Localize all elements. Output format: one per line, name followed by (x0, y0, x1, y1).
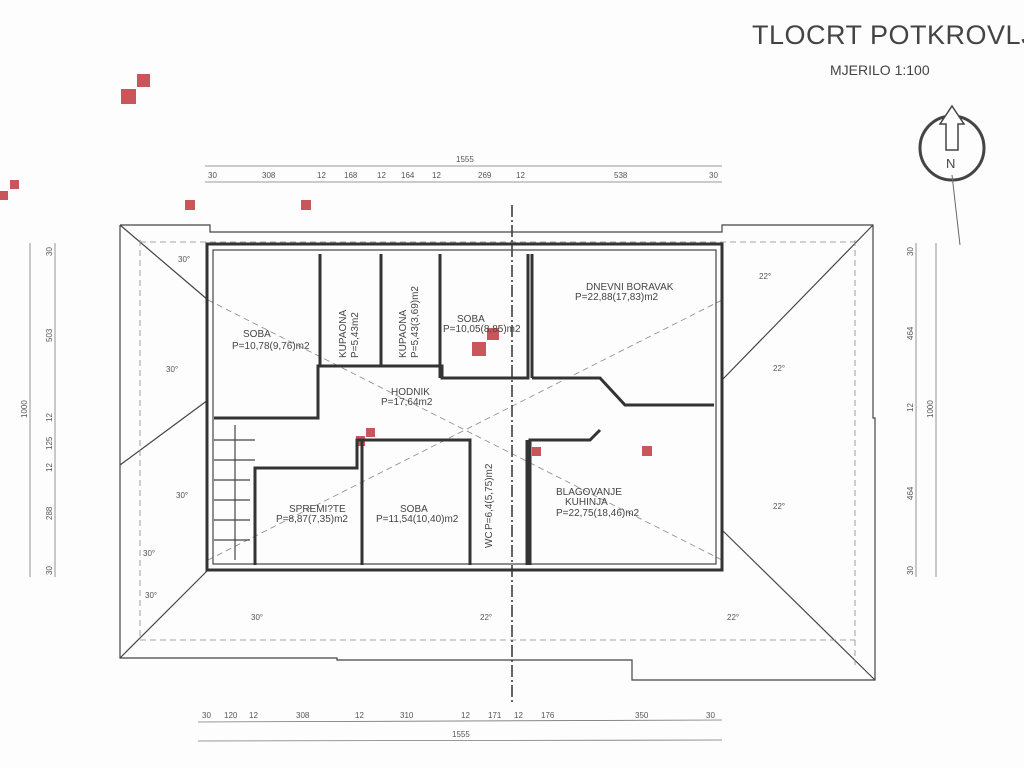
pitch-label: 22° (773, 364, 785, 373)
north-arrow-icon: N (918, 104, 986, 246)
dim-label: 288 (45, 506, 54, 520)
room-wc-name: WC (484, 531, 495, 548)
bottom-dimensions: 1555 30 120 12 308 12 310 12 171 12 176 … (197, 711, 723, 742)
pitch-label: 22° (727, 613, 739, 622)
dim-label: 30 (45, 566, 54, 575)
top-dimensions: 1555 30 308 12 168 12 164 12 269 12 538 … (205, 155, 722, 183)
dim-label: 168 (344, 171, 358, 180)
dim-label: 30 (706, 711, 715, 720)
dim-label: 269 (478, 171, 492, 180)
dim-label: 1000 (926, 400, 935, 418)
room-labels: SOBA P=10,78(9,76)m2 KUPAONA P=5,43m2 KU… (232, 282, 674, 548)
room-kupaona-2-name: KUPAONA (398, 310, 409, 358)
room-soba-2-area: P=10,05(8,85)m2 (443, 324, 521, 335)
dim-label: 176 (541, 711, 555, 720)
dim-label: 12 (45, 413, 54, 422)
room-soba-1-area: P=10,78(9,76)m2 (232, 341, 310, 352)
dim-label: 12 (45, 463, 54, 472)
dim-label: 1000 (20, 400, 29, 418)
dim-label: 12 (317, 171, 326, 180)
dim-label: 30 (906, 566, 915, 575)
pitch-label: 22° (759, 272, 771, 281)
dim-label: 538 (614, 171, 628, 180)
room-spremiste-area: P=8,87(7,35)m2 (276, 514, 348, 525)
room-kuhinja-name-1: BLAGOVANJE (556, 487, 622, 498)
dim-label: 30 (906, 247, 915, 256)
dim-label: 120 (224, 711, 238, 720)
pitch-label: 22° (480, 613, 492, 622)
room-hodnik-name: HODNIK (391, 387, 430, 398)
dim-label: 1555 (452, 730, 470, 739)
roof-outline (119, 205, 876, 705)
dim-label: 125 (45, 436, 54, 450)
room-kupaona-1-name: KUPAONA (338, 310, 349, 358)
room-kuhinja-area: P=22,75(18,46)m2 (556, 508, 640, 519)
room-dnevni-name: DNEVNI BORAVAK (586, 282, 674, 293)
room-kupaona-1-area: P=5,43m2 (350, 312, 361, 358)
dim-label: 171 (488, 711, 502, 720)
room-soba-2-name: SOBA (457, 314, 485, 325)
room-kupaona-2-area: P=5,43(3,69)m2 (410, 286, 421, 358)
dim-label: 30 (208, 171, 217, 180)
dim-label: 30 (45, 247, 54, 256)
walls (205, 242, 724, 572)
drawing-scale: MJERILO 1:100 (830, 62, 930, 78)
pitch-label: 30° (251, 613, 263, 622)
pitch-label: 30° (178, 255, 190, 264)
dim-label: 12 (432, 171, 441, 180)
dim-label: 464 (906, 486, 915, 500)
dim-label: 30 (709, 171, 718, 180)
room-spremiste-name: SPREMI?TE (289, 504, 346, 515)
dim-label: 503 (45, 328, 54, 342)
pitch-label: 30° (143, 549, 155, 558)
dim-label: 12 (516, 171, 525, 180)
dim-label: 464 (906, 326, 915, 340)
room-soba-3-name: SOBA (400, 504, 428, 515)
pitch-label: 30° (145, 591, 157, 600)
dim-label: 12 (355, 711, 364, 720)
dim-label: 308 (296, 711, 310, 720)
right-dimensions: 1000 30 464 12 464 30 (906, 243, 937, 577)
dim-label: 350 (635, 711, 649, 720)
room-dnevni-area: P=22,88(17,83)m2 (575, 292, 659, 303)
pitch-label: 30° (176, 491, 188, 500)
dim-label: 12 (461, 711, 470, 720)
dim-label: 30 (202, 711, 211, 720)
dim-label: 12 (377, 171, 386, 180)
pitch-label: 30° (166, 365, 178, 374)
pitch-label: 22° (773, 502, 785, 511)
dim-label: 310 (400, 711, 414, 720)
dim-label: 12 (249, 711, 258, 720)
room-soba-1-name: SOBA (243, 329, 271, 340)
room-wc-area: P=6,4(5,75)m2 (484, 463, 495, 530)
dim-label: 308 (262, 171, 276, 180)
room-hodnik-area: P=17,64m2 (381, 397, 433, 408)
drawing-title: TLOCRT POTKROVLJA (752, 20, 1024, 50)
room-soba-3-area: P=11,54(10,40)m2 (376, 514, 459, 525)
dim-label: 12 (906, 403, 915, 412)
dim-label: 164 (401, 171, 415, 180)
roof-pitch-labels: 30° 30° 30° 30° 30° 30° 22° 22° 22° 22° … (143, 255, 785, 622)
red-markers (0, 74, 652, 456)
dim-label: 1555 (456, 155, 474, 164)
left-dimensions: 1000 30 503 12 125 12 288 30 (20, 243, 56, 577)
north-label: N (946, 156, 955, 171)
dim-label: 12 (514, 711, 523, 720)
room-kuhinja-name-2: KUHINJA (565, 497, 608, 508)
